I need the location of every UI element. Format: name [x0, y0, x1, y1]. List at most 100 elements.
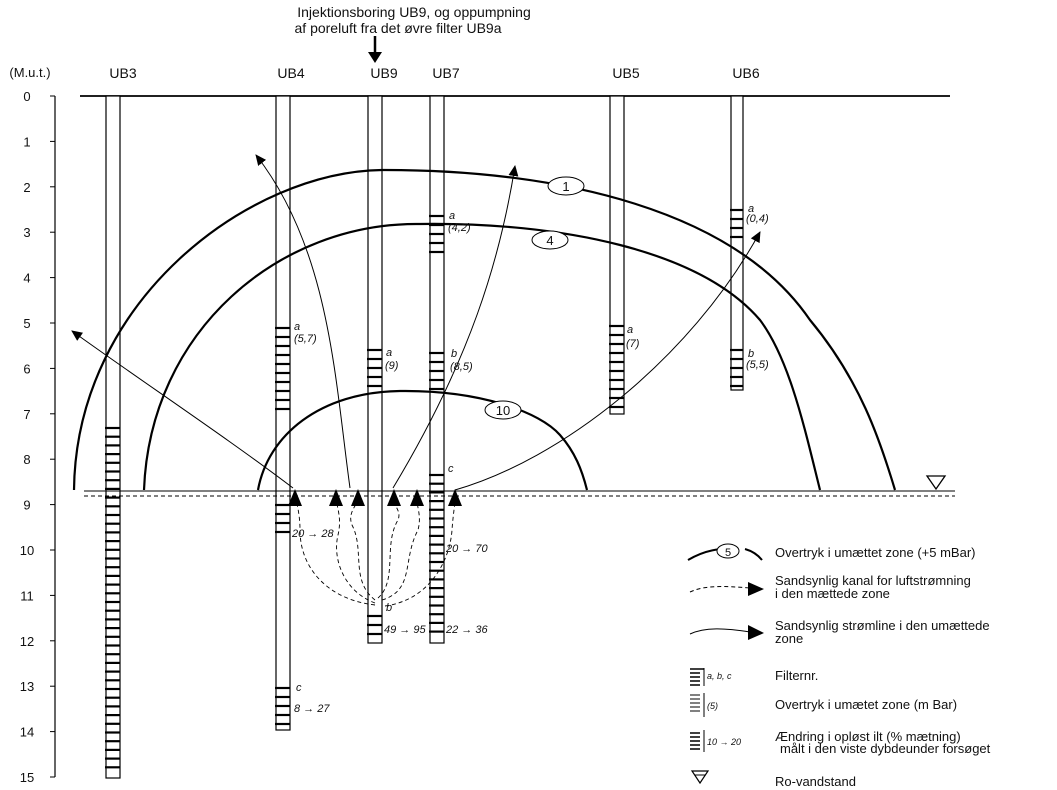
- ub7-filter-c: c: [448, 463, 454, 475]
- contour-line-10: [256, 389, 589, 491]
- channel-2: [335, 497, 376, 604]
- screen-ub7-c: [429, 473, 444, 633]
- ub9-filter-a-pressure: (9): [385, 360, 399, 372]
- ub4-filter-c: c: [296, 682, 302, 694]
- ub7-filter-b-pressure: (8,5): [450, 361, 473, 373]
- screen-ub7-b: [429, 351, 444, 391]
- well-label-ub9: UB9: [370, 65, 397, 81]
- ub6-filter-a: a: [748, 203, 754, 215]
- ub7-filter-a: a: [449, 210, 455, 222]
- svg-text:10: 10: [496, 403, 510, 418]
- screen-ub5-a: [609, 324, 624, 409]
- ub4-oxygen-change: 20 → 28: [291, 528, 334, 540]
- legend-solid-item: Sandsynlig strømline i den umættede zone: [689, 618, 990, 646]
- svg-text:4: 4: [546, 233, 553, 248]
- legend-solid-text-2: zone: [775, 631, 803, 646]
- ub7-oxygen-change-2: 22 → 36: [445, 624, 488, 636]
- legend-filter-symbol: a, b, c: [707, 671, 732, 681]
- ub5-filter-a: a: [627, 324, 633, 336]
- ub6-filter-a-pressure: (0,4): [746, 213, 769, 225]
- legend-dashed-text-2: i den mættede zone: [775, 586, 890, 601]
- legend-oxygen-item: 10 → 20 Ændring i opløst ilt (% mætning)…: [690, 729, 991, 756]
- channel-6: [384, 497, 456, 607]
- depth-tick-label: 6: [23, 361, 30, 376]
- channel-1: [295, 497, 376, 606]
- well-ub6: [730, 95, 744, 391]
- water-table: [84, 475, 955, 497]
- depth-tick-label: 2: [23, 180, 30, 195]
- well-label-ub6: UB6: [732, 65, 759, 81]
- depth-tick-label: 11: [20, 588, 34, 603]
- screen-ub6-b: [730, 348, 743, 388]
- injection-arrow: [368, 36, 382, 63]
- streamline-ub4: [255, 154, 351, 489]
- streamline-ub3: [71, 330, 294, 489]
- legend-dashed-item: Sandsynlig kanal for luftstrømning i den…: [689, 573, 971, 601]
- streamlines: [71, 154, 761, 491]
- depth-tick-label: 10: [20, 543, 34, 558]
- screen-ub4-b: [275, 503, 290, 534]
- legend-water-text: Ro-vandstand: [775, 774, 856, 789]
- ub4-filter-c-oxygen-change: 8 → 27: [294, 703, 330, 715]
- depth-axis: [50, 95, 56, 778]
- legend-dashed-text-1: Sandsynlig kanal for luftstrømning: [775, 573, 971, 588]
- header-line-2: af poreluft fra det øvre filter UB9a: [295, 20, 502, 36]
- filter-annotations: a (5,7) 20 → 28 c 8 → 27 a (9) b 49 → 95…: [291, 203, 769, 715]
- ub9-filter-b: b: [386, 602, 392, 614]
- well-label-ub7: UB7: [432, 65, 459, 81]
- screen-ub9-a: [367, 348, 382, 388]
- depth-tick-label: 4: [23, 271, 30, 286]
- legend-filter-text: Filternr.: [775, 668, 818, 683]
- legend-oxygen-text-2: målt i den viste dybdeunder forsøget: [780, 741, 991, 756]
- water-level-symbol: [925, 475, 947, 491]
- depth-tick-label: 12: [20, 634, 34, 649]
- depth-tick-label: 5: [23, 316, 30, 331]
- ub5-filter-a-pressure: (7): [626, 338, 640, 350]
- legend: 5 Overtryk i umættet zone (+5 mBar) Sand…: [687, 543, 991, 789]
- ub7-filter-b: b: [451, 348, 457, 360]
- ub7-filter-a-pressure: (4,2): [448, 222, 471, 234]
- depth-tick-label: 1: [23, 134, 30, 149]
- filter-screens: [105, 208, 743, 769]
- well-label-ub4: UB4: [277, 65, 304, 81]
- legend-pressure-item: (5) Overtryk i umætet zone (m Bar): [690, 693, 957, 717]
- well-label-ub5: UB5: [612, 65, 639, 81]
- pressure-contours: [72, 168, 897, 491]
- legend-pressure-text: Overtryk i umætet zone (m Bar): [775, 697, 957, 712]
- legend-oxygen-text-1: Ændring i opløst ilt (% mætning): [775, 729, 961, 744]
- legend-contour-symbol: 5: [725, 547, 731, 559]
- depth-tick-label: 9: [23, 498, 30, 513]
- depth-tick-label: 8: [23, 452, 30, 467]
- depth-tick-label: 0: [23, 89, 30, 104]
- screen-ub9-b: [367, 614, 382, 636]
- header-line-1: Injektionsboring UB9, og oppumpning: [297, 4, 531, 20]
- svg-text:1: 1: [562, 179, 569, 194]
- depth-unit-label: (M.u.t.): [9, 65, 50, 80]
- legend-water-item: Ro-vandstand: [690, 770, 856, 789]
- streamline-ub6: [454, 231, 761, 491]
- depth-tick-label: 15: [20, 770, 34, 785]
- contour-label-10: 10: [484, 400, 522, 420]
- screen-ub6-a: [730, 208, 743, 239]
- legend-oxygen-symbol: 10 → 20: [707, 737, 741, 747]
- ub7-oxygen-change-1: 20 → 70: [445, 543, 488, 555]
- depth-tick-label: 13: [20, 679, 34, 694]
- well-ub9: [367, 95, 383, 644]
- well-ub5: [609, 95, 625, 415]
- legend-contour-item: 5 Overtryk i umættet zone (+5 mBar): [687, 543, 975, 561]
- contour-line-4: [142, 222, 822, 491]
- legend-filter-item: a, b, c Filternr.: [690, 668, 818, 686]
- depth-tick-label: 3: [23, 225, 30, 240]
- well-ub4: [275, 95, 291, 731]
- ub4-filter-a: a: [294, 321, 300, 333]
- screen-ub3: [105, 426, 120, 769]
- channel-arrowheads: [288, 489, 462, 506]
- channel-5: [381, 497, 420, 601]
- ub9-filter-b-oxygen-change: 49 → 95: [384, 624, 426, 636]
- contour-label-1: 1: [547, 176, 585, 196]
- depth-tick-label: 7: [23, 407, 30, 422]
- ub9-filter-a: a: [386, 347, 392, 359]
- legend-contour-text: Overtryk i umættet zone (+5 mBar): [775, 545, 975, 560]
